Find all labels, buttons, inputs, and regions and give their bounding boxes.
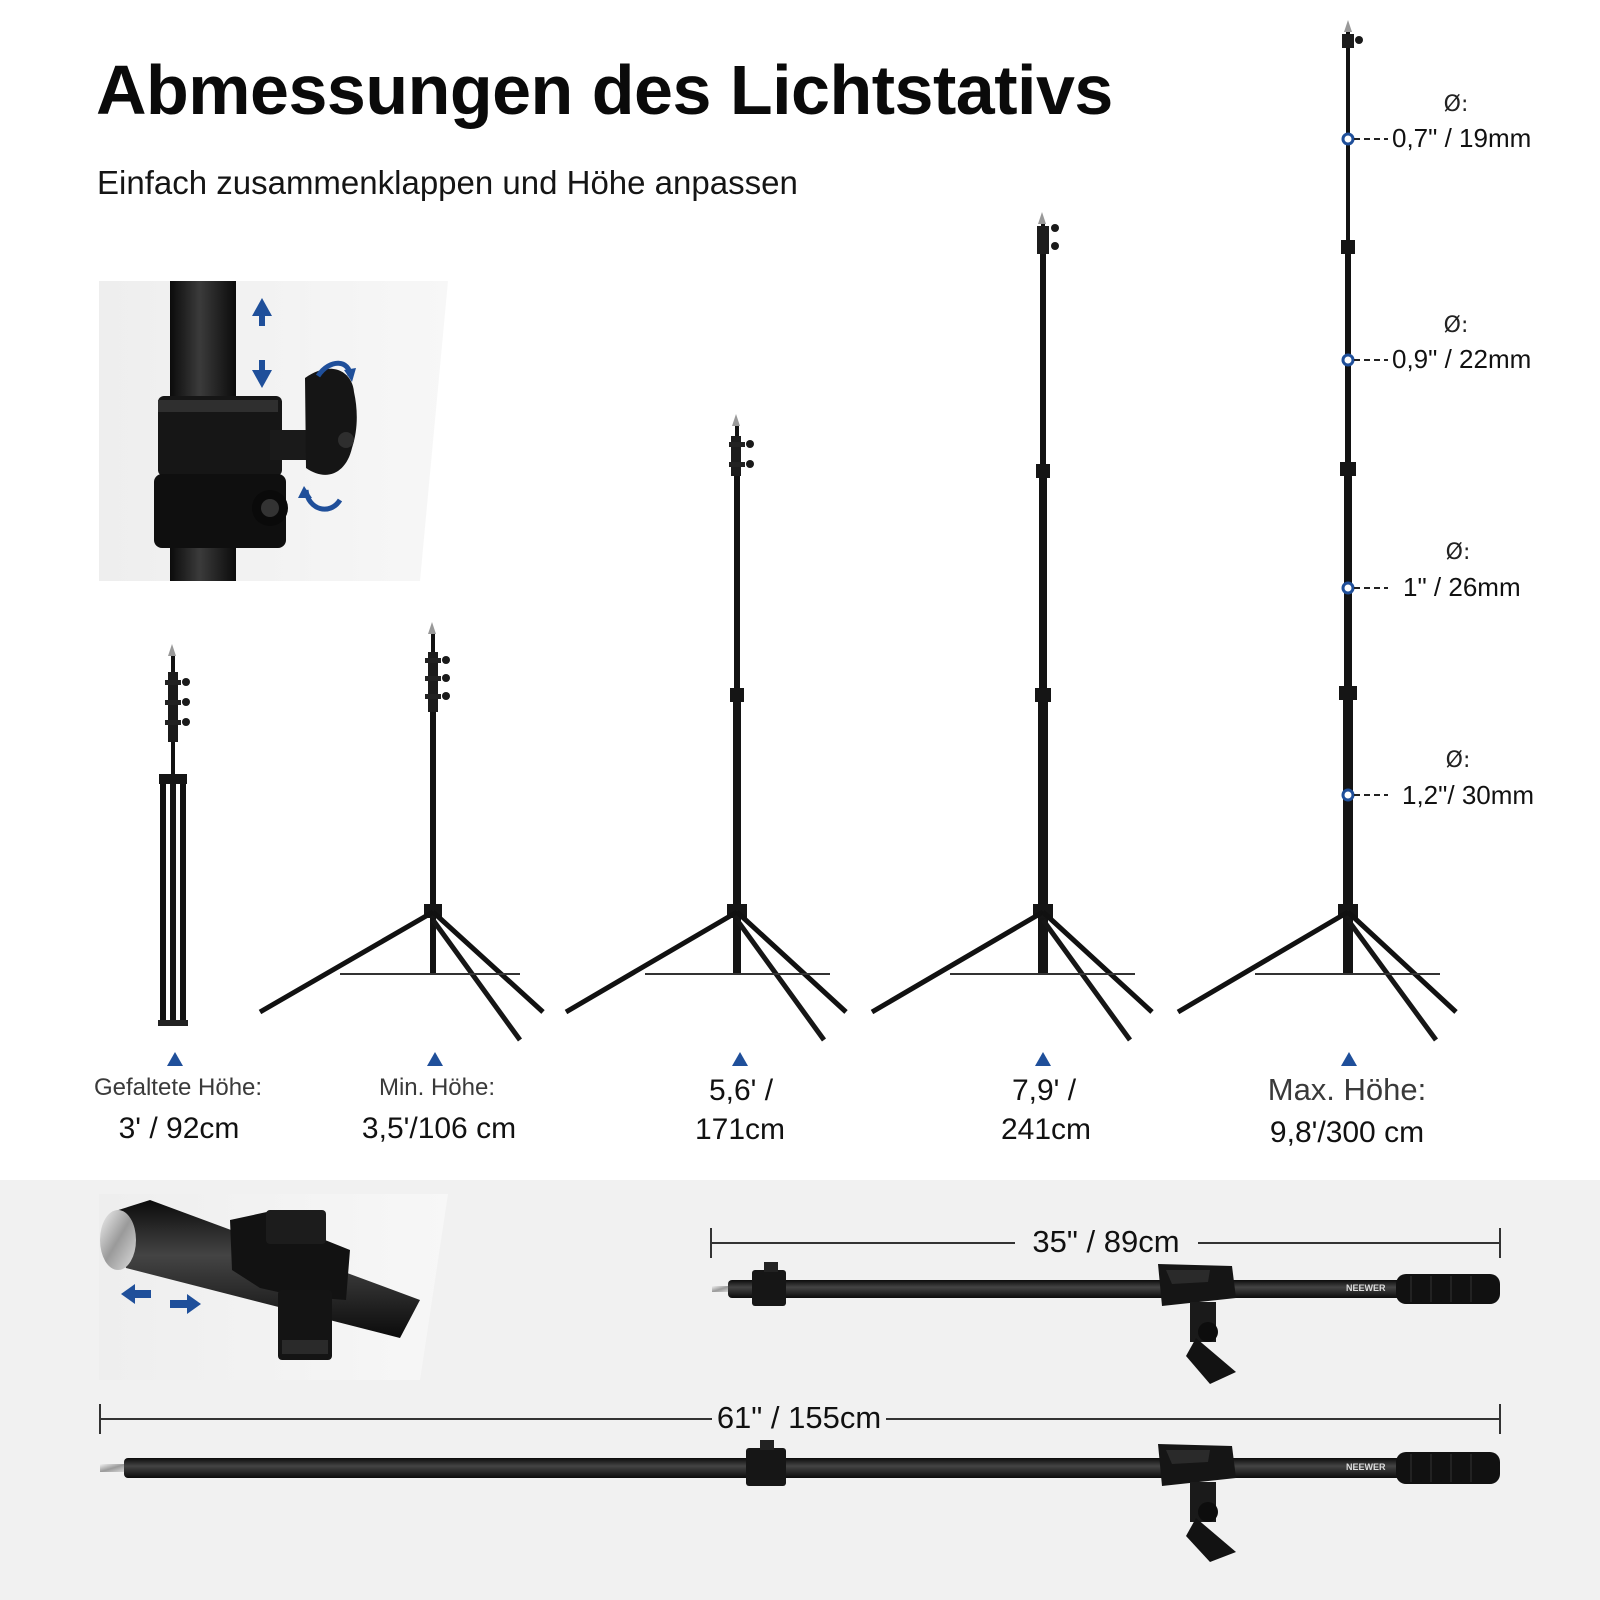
stand-241cm <box>870 212 1154 1042</box>
diameter-symbol-2: Ø: <box>1443 313 1469 338</box>
diameter-symbol-4: Ø: <box>1445 748 1471 773</box>
stand-max-value: 9,8'/300 cm <box>1269 1116 1425 1149</box>
boom-tube-closeup-inset <box>99 1194 448 1380</box>
stand-min-label: Min. Höhe: <box>378 1074 496 1101</box>
diameter-value-3: 1" / 26mm <box>1403 572 1521 602</box>
stand-folded-value: 3' / 92cm <box>118 1112 240 1145</box>
height-pointers <box>167 1052 1357 1066</box>
stand-folded <box>158 644 190 1026</box>
dimension-line-short <box>710 1228 1501 1258</box>
brand-mark-long: NEEWER <box>1346 1462 1386 1472</box>
boom-short-length: 35" / 89cm <box>1032 1224 1180 1259</box>
stand-min-height <box>258 622 545 1042</box>
boom-arm-long: NEEWER <box>100 1440 1500 1562</box>
diameter-value-2: 0,9" / 22mm <box>1392 344 1532 374</box>
diameter-value-1: 0,7" / 19mm <box>1392 123 1532 153</box>
page-title: Abmessungen des Lichtstativs <box>96 51 1113 129</box>
stand-171-value-line1: 5,6' / <box>708 1074 774 1107</box>
stand-folded-label: Gefaltete Höhe: <box>93 1074 263 1101</box>
stand-241-value-line2: 241cm <box>1000 1113 1092 1146</box>
brand-mark-short: NEEWER <box>1346 1283 1386 1293</box>
stand-171-value-line2: 171cm <box>694 1113 786 1146</box>
stand-min-value: 3,5'/106 cm <box>361 1112 517 1145</box>
diameter-value-4: 1,2"/ 30mm <box>1402 780 1535 810</box>
page-subtitle: Einfach zusammenklappen und Höhe anpasse… <box>97 164 798 201</box>
diameter-symbol-1: Ø: <box>1443 92 1469 117</box>
stand-max-label: Max. Höhe: <box>1267 1072 1427 1107</box>
diameter-markers <box>1341 132 1388 802</box>
stand-max-height <box>1176 20 1458 1042</box>
clamp-closeup-inset <box>99 281 448 581</box>
boom-arm-short: NEEWER <box>712 1262 1500 1384</box>
boom-long-length: 61" / 155cm <box>716 1400 882 1435</box>
stand-171cm <box>564 414 848 1042</box>
diameter-symbol-3: Ø: <box>1445 540 1471 565</box>
stand-241-value-line1: 7,9' / <box>1011 1074 1077 1107</box>
dimension-line-long <box>99 1404 1501 1434</box>
